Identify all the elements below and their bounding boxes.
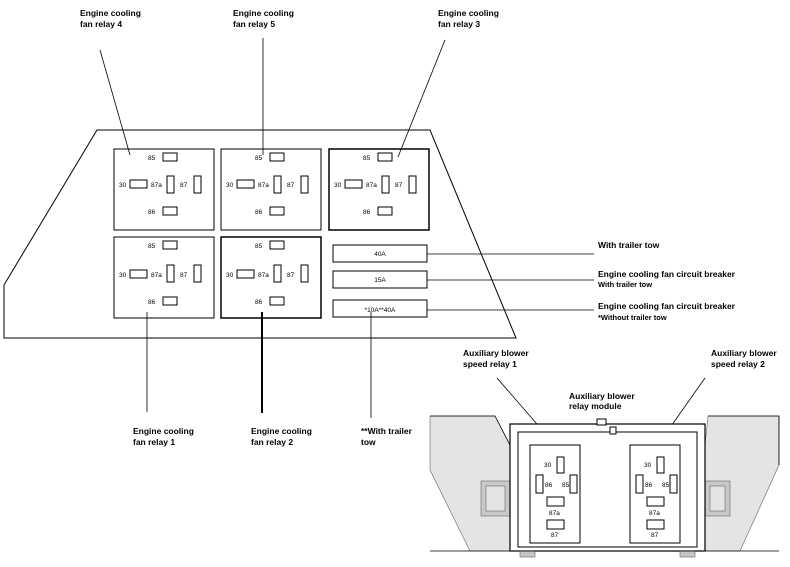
callout-relay-4-line1: Engine cooling <box>80 8 141 18</box>
fuse-40a: 40A <box>332 244 428 263</box>
callout-aux-1-line2: speed relay 1 <box>463 359 517 369</box>
pin-87-label: 87 <box>287 182 295 189</box>
relay-1-block: 85 30 87a 87 86 <box>113 236 215 319</box>
breaker-10a-40a: *10A**40A <box>332 299 428 318</box>
pin-86-label: 86 <box>255 209 263 216</box>
relay-2-block: 85 30 87a 87 86 <box>220 236 322 319</box>
callout-relay-2-line2: fan relay 2 <box>251 437 293 447</box>
callout-fuse-40a: With trailer tow <box>598 240 660 250</box>
pin-86-label: 86 <box>363 209 371 216</box>
pin-87-label: 87 <box>395 182 403 189</box>
pin-30-label: 30 <box>334 182 342 189</box>
breaker-15a: 15A <box>332 270 428 289</box>
callout-relay-2-line1: Engine cooling <box>251 426 312 436</box>
aux-pin-87a-label: 87a <box>549 510 560 517</box>
pin-85-label: 85 <box>148 155 156 162</box>
callout-relay-3-line2: fan relay 3 <box>438 19 480 29</box>
callout-trailer-tow-line2: tow <box>361 437 376 447</box>
callout-trailer-tow-line1: **With trailer <box>361 426 413 436</box>
pin-87a-label: 87a <box>366 182 377 189</box>
aux-pin-85-label: 85 <box>662 482 670 489</box>
pin-85-label: 85 <box>363 155 371 162</box>
pin-30-label: 30 <box>226 272 234 279</box>
callout-relay-3-line1: Engine cooling <box>438 8 499 18</box>
callout-aux-2-line1: Auxiliary blower <box>711 348 777 358</box>
callout-aux-1-line1: Auxiliary blower <box>463 348 529 358</box>
aux-pin-87a-label: 87a <box>649 510 660 517</box>
pin-86-label: 86 <box>148 209 156 216</box>
callout-breaker-without-line2: *Without trailer tow <box>598 313 667 322</box>
pin-87a-label: 87a <box>258 272 269 279</box>
breaker-15a-label: 15A <box>374 277 386 284</box>
pin-86-label: 86 <box>255 299 263 306</box>
callout-aux-module-line2: relay module <box>569 401 622 411</box>
relay-5-block: 85 30 87a 87 86 <box>220 148 322 231</box>
pin-85-label: 85 <box>255 243 263 250</box>
callout-aux-2-line2: speed relay 2 <box>711 359 765 369</box>
pin-30-label: 30 <box>119 272 127 279</box>
pin-30-label: 30 <box>226 182 234 189</box>
aux-pin-86-label: 86 <box>645 482 653 489</box>
callout-breaker-with-line2: With trailer tow <box>598 280 652 289</box>
aux-pin-86-label: 86 <box>545 482 553 489</box>
aux-relay-1-socket: 30 86 85 87a 87 <box>529 444 581 544</box>
pin-30-label: 30 <box>119 182 127 189</box>
fuse-40a-label: 40A <box>374 251 386 258</box>
pin-85-label: 85 <box>148 243 156 250</box>
pin-85-label: 85 <box>255 155 263 162</box>
aux-pin-87-label: 87 <box>551 532 559 539</box>
aux-pin-85-label: 85 <box>562 482 570 489</box>
aux-relay-module: 30 86 85 87a 87 30 86 85 87a 87 <box>429 415 780 558</box>
relay-4-block: 85 30 87a 87 86 <box>113 148 215 231</box>
aux-relay-2-socket: 30 86 85 87a 87 <box>629 444 681 544</box>
callout-relay-1-line1: Engine cooling <box>133 426 194 436</box>
pin-87a-label: 87a <box>151 272 162 279</box>
pin-87-label: 87 <box>180 182 188 189</box>
callout-relay-4-line2: fan relay 4 <box>80 19 122 29</box>
callout-breaker-without-line1: Engine cooling fan circuit breaker <box>598 301 736 311</box>
callout-breaker-with-line1: Engine cooling fan circuit breaker <box>598 269 736 279</box>
pin-86-label: 86 <box>148 299 156 306</box>
pin-87-label: 87 <box>287 272 295 279</box>
pin-87-label: 87 <box>180 272 188 279</box>
aux-pin-30-label: 30 <box>644 462 652 469</box>
callout-relay-1-line2: fan relay 1 <box>133 437 175 447</box>
callout-relay-5-line2: fan relay 5 <box>233 19 275 29</box>
pin-87a-label: 87a <box>151 182 162 189</box>
callout-aux-module-line1: Auxiliary blower <box>569 391 635 401</box>
aux-pin-87-label: 87 <box>651 532 659 539</box>
pin-87a-label: 87a <box>258 182 269 189</box>
aux-pin-30-label: 30 <box>544 462 552 469</box>
callout-relay-5-line1: Engine cooling <box>233 8 294 18</box>
relay-3-block: 85 30 87a 87 86 <box>328 148 430 231</box>
breaker-10a-40a-label: *10A**40A <box>365 307 396 314</box>
